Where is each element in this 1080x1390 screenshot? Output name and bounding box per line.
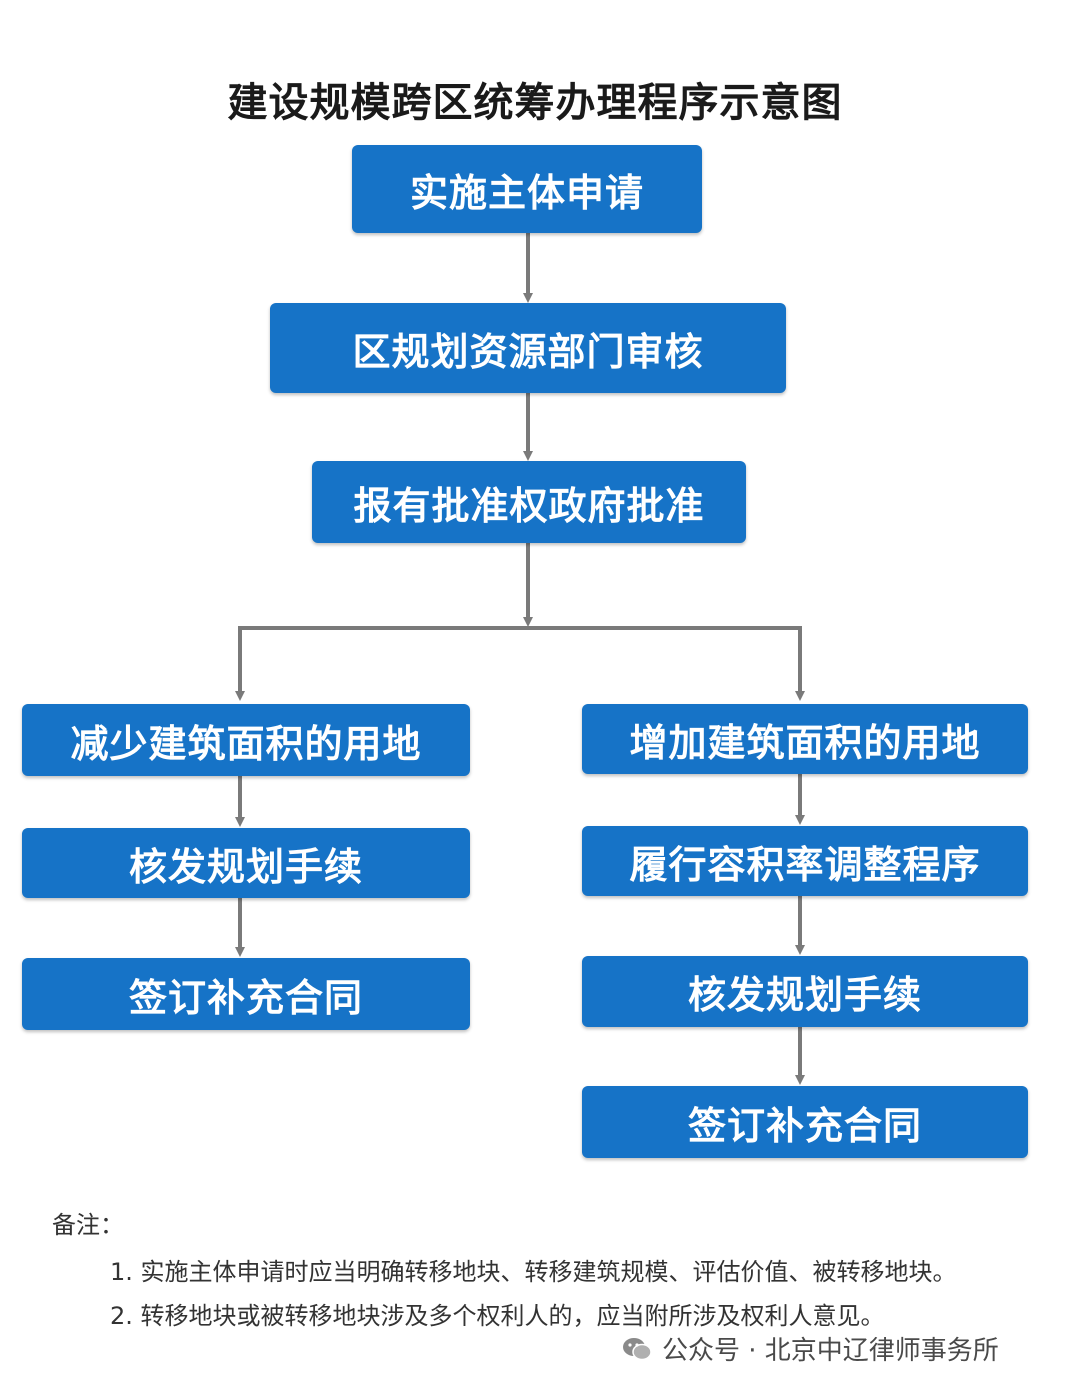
diagram-title: 建设规模跨区统筹办理程序示意图 [227,80,843,126]
step-approve-box: 报有批准权政府批准 [312,461,746,543]
right-branch-step3-box: 签订补充合同 [582,1086,1028,1158]
note-item-2: 2. 转移地块或被转移地块涉及多个权利人的，应当附所涉及权利人意见。 [110,1302,885,1330]
notes-label: 备注： [52,1211,124,1239]
note-item-1: 1. 实施主体申请时应当明确转移地块、转移建筑规模、评估价值、被转移地块。 [110,1258,957,1286]
right-branch-head-box: 增加建筑面积的用地 [582,704,1028,774]
watermark-text: 公众号 · 北京中辽律师事务所 [662,1336,999,1366]
wechat-icon [622,1336,652,1362]
right-branch-step2-box: 核发规划手续 [582,956,1028,1027]
step-review-box: 区规划资源部门审核 [270,303,786,393]
left-branch-step1-box: 核发规划手续 [22,828,470,898]
right-branch-step1-box: 履行容积率调整程序 [582,826,1028,896]
split-left [235,626,528,701]
left-branch-step2-box: 签订补充合同 [22,958,470,1030]
step-apply-box: 实施主体申请 [352,145,702,233]
split-right [528,626,805,701]
watermark: 公众号 · 北京中辽律师事务所 [622,1330,999,1367]
left-branch-head-box: 减少建筑面积的用地 [22,704,470,776]
